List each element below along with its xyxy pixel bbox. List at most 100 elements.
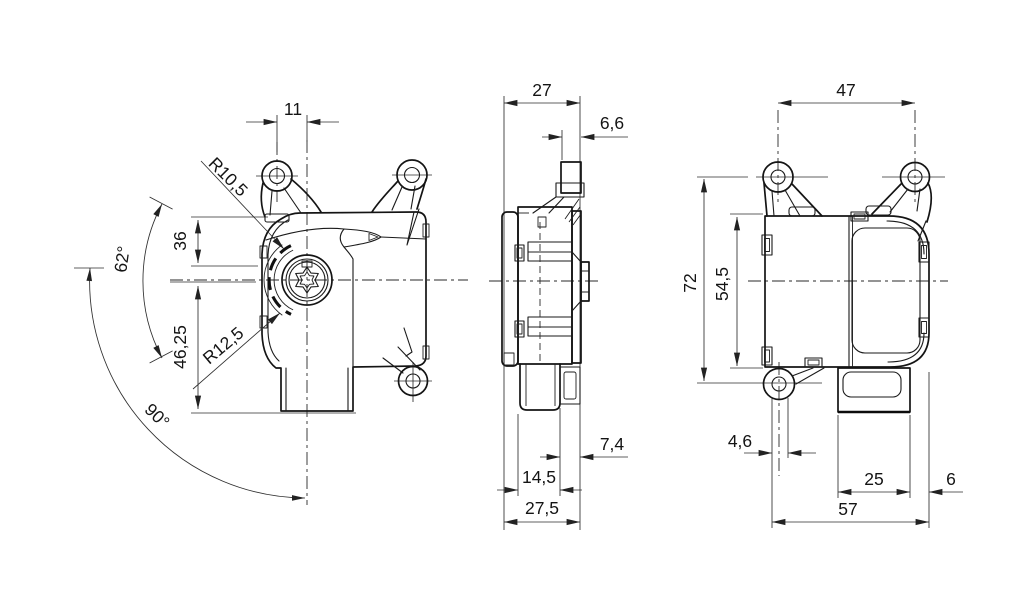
- dim-r12-5-leader: [192, 312, 281, 390]
- front-right-ear-legs: [371, 178, 427, 213]
- front-right-clip-1: [422, 223, 430, 238]
- rear-bottom-clip-inner: [807, 359, 820, 366]
- dim-36-extensions: [191, 216, 268, 267]
- dim-label-46-25: 46,25: [170, 325, 190, 369]
- sector-arc-inner: [273, 249, 294, 311]
- side-ear-step: [555, 182, 585, 198]
- front-right-ear-hole: [403, 166, 421, 184]
- dim-label-36: 36: [170, 231, 190, 250]
- dim-label-11: 11: [284, 99, 302, 119]
- rear-left-clip-2: [761, 346, 773, 366]
- rear-bottom-ear-struts: [791, 367, 825, 385]
- side-back-plate-tab: [503, 352, 515, 366]
- rear-left-clip-1-inner: [764, 238, 770, 252]
- rear-right-clip-1: [918, 241, 930, 263]
- front-right-ear-struts: [391, 185, 416, 211]
- side-clip-arm-lower: [527, 316, 573, 337]
- dim-62-arc: [142, 203, 163, 359]
- rear-bottom-clip: [804, 357, 823, 368]
- side-ear-strip: [560, 161, 582, 194]
- rear-bottom-ear-hole: [771, 376, 787, 392]
- side-latch-inner: [563, 371, 577, 400]
- side-shaft-boss: [580, 261, 590, 302]
- front-left-ear-base: [264, 213, 290, 223]
- rear-left-ear-base: [788, 206, 816, 217]
- sector-arc-outer: [263, 244, 283, 316]
- dim-4-6-extensions: [771, 398, 789, 528]
- front-inner-seam-lines: [343, 236, 427, 368]
- front-left-ear-hole: [268, 167, 286, 185]
- dim-label-4-6: 4,6: [728, 431, 752, 451]
- dim-label-27-5: 27,5: [525, 498, 559, 518]
- torx-star-inner: [299, 271, 315, 289]
- front-bottom-ear-hole: [405, 373, 421, 389]
- rear-left-ear-struts: [771, 189, 801, 217]
- dim-label-27: 27: [532, 80, 551, 100]
- dim-90-arrow-top: [86, 268, 92, 282]
- front-right-clip-2: [422, 345, 430, 360]
- dim-label-72: 72: [680, 273, 700, 292]
- dim-label-62: 62°: [110, 245, 133, 274]
- rear-view: 47 72 54,5 4,6 25 6 57: [680, 80, 963, 528]
- shaft-boss-outer: [281, 254, 333, 306]
- dim-label-6: 6: [946, 469, 956, 489]
- front-body-inner-wall: [267, 219, 289, 362]
- side-shaft-chamfers: [571, 251, 582, 312]
- side-view: 27 6,6 7,4 14,5 27,5: [489, 80, 628, 530]
- rear-connector-socket: [842, 371, 902, 398]
- sector-arc-thick: [267, 244, 292, 316]
- rear-left-ear-boss: [762, 161, 794, 193]
- rear-top-clip-inner: [853, 213, 866, 220]
- front-right-ear-blade: [406, 208, 420, 246]
- dim-label-14-5: 14,5: [522, 467, 556, 487]
- front-body-outline: [261, 211, 427, 412]
- rear-hole-centerlines: [697, 176, 945, 384]
- dim-label-25: 25: [864, 469, 883, 489]
- side-left-clip-2-inner: [516, 323, 523, 335]
- dim-label-54-5: 54,5: [712, 267, 732, 301]
- rear-right-ear-hole: [907, 169, 923, 185]
- dim-label-7-4: 7,4: [600, 434, 625, 454]
- side-extension-lines: [503, 96, 581, 530]
- dim-label-47: 47: [836, 80, 855, 100]
- dim-25-6-extensions: [837, 372, 930, 528]
- dim-46-25-extensions: [170, 281, 356, 414]
- rear-right-ear-legs: [871, 182, 933, 223]
- rear-motor-cover: [851, 227, 921, 354]
- rear-body-inner-offset: [886, 220, 925, 363]
- front-left-clip-1: [259, 245, 268, 259]
- side-connector: [519, 363, 561, 411]
- front-left-ear-struts: [269, 187, 302, 216]
- dim-62-arrow-bottom: [153, 345, 162, 358]
- rear-right-clip-1-inner: [921, 245, 927, 259]
- dim-62-arrow-top: [153, 204, 162, 217]
- front-connector-inner-lines: [285, 367, 349, 412]
- shaft-ring-mid: [285, 258, 329, 302]
- front-left-ear-boss: [261, 160, 293, 192]
- dim-90-arrow-end: [292, 495, 305, 501]
- dim-54-5-extensions: [730, 213, 763, 369]
- dim-label-6-6: 6,6: [600, 113, 624, 133]
- rear-right-clip-2: [918, 317, 930, 338]
- side-latch: [559, 366, 581, 405]
- torx-star-outer: [295, 266, 319, 294]
- side-left-clip-1-inner: [516, 247, 523, 259]
- side-shaft-lines: [581, 270, 589, 293]
- rear-right-ear-boss: [899, 161, 931, 193]
- side-connector-walls: [525, 364, 556, 406]
- front-bottom-ear-struts: [382, 327, 421, 374]
- front-left-clip-2: [259, 315, 268, 329]
- rear-right-clip-2-inner: [921, 321, 927, 334]
- dim-label-57: 57: [838, 499, 857, 519]
- side-left-clip-2: [514, 320, 525, 338]
- dim-90-arc: [89, 267, 306, 499]
- front-pointer-notch: [368, 233, 379, 241]
- dim-r10-5-leader: [200, 160, 285, 250]
- rear-top-clip: [850, 211, 869, 222]
- rear-left-clip-1: [761, 234, 773, 256]
- side-ear-gusset: [532, 196, 565, 214]
- rear-right-ear-base: [865, 205, 892, 216]
